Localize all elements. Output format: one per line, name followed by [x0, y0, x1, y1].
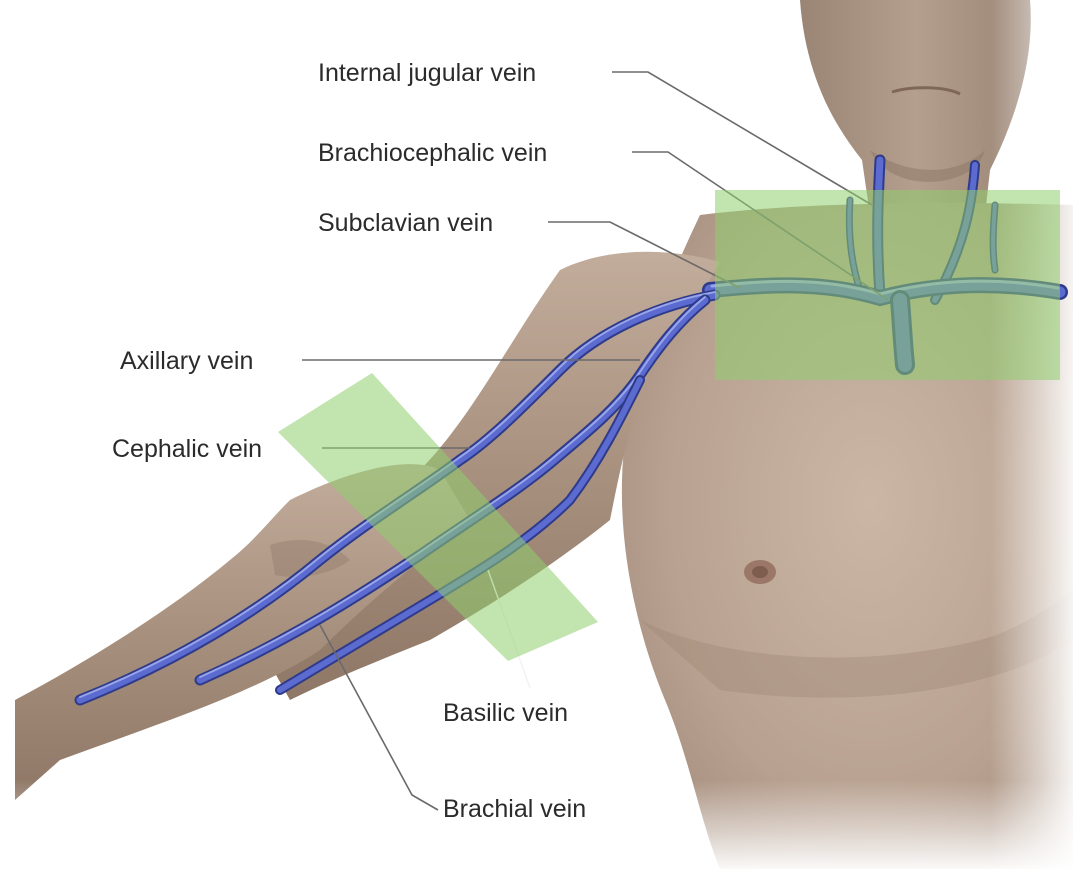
- label-axillary-vein: Axillary vein: [120, 347, 253, 375]
- label-brachial-vein: Brachial vein: [443, 795, 586, 823]
- label-basilic-vein: Basilic vein: [443, 699, 568, 727]
- nipple-center: [752, 566, 768, 578]
- label-internal-jugular-vein: Internal jugular vein: [318, 59, 536, 87]
- label-brachiocephalic-vein: Brachiocephalic vein: [318, 139, 547, 167]
- right-fade: [990, 0, 1073, 869]
- label-cephalic-vein: Cephalic vein: [112, 435, 262, 463]
- highlight-region-neck: [715, 190, 1060, 380]
- bottom-fade: [0, 780, 1073, 869]
- label-subclavian-vein: Subclavian vein: [318, 209, 493, 237]
